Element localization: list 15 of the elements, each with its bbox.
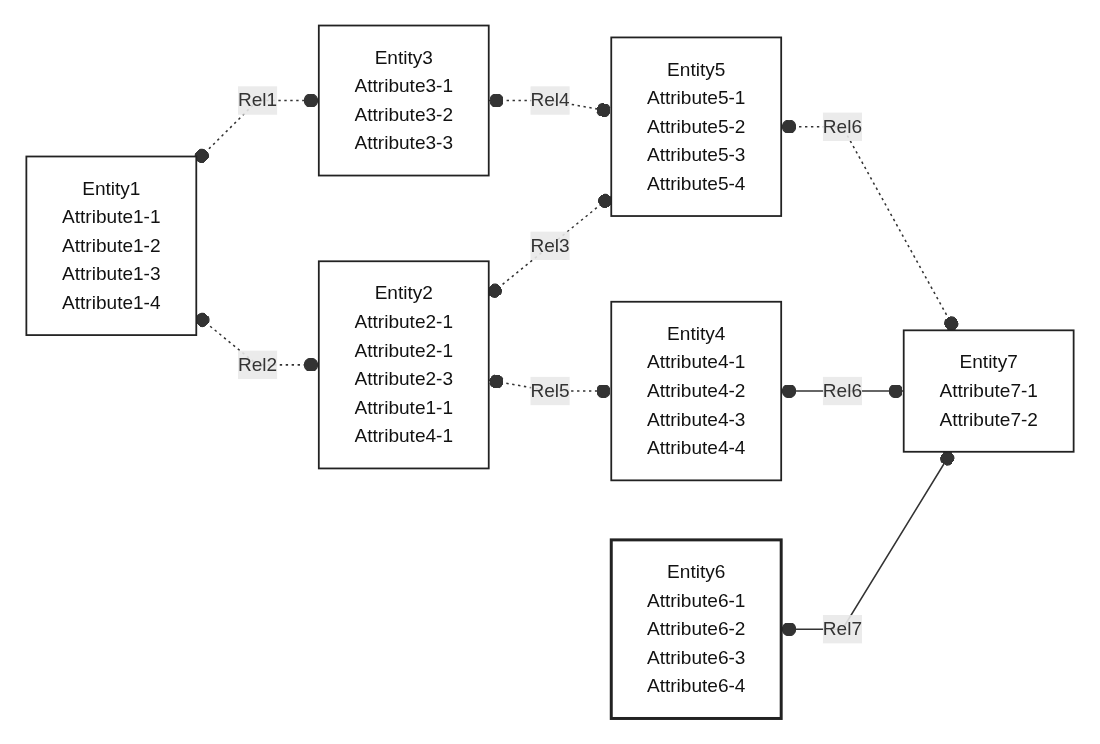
- node-box: Entity7 Attribute7-1 Attribute7-2: [902, 329, 1075, 453]
- edge-label: Rel5: [530, 380, 570, 401]
- node-box: Entity1 Attribute1-1 Attribute1-2 Attribute1-3 Attribute1-4: [25, 155, 198, 336]
- node-box: Entity2 Attribute2-1 Attribute2-1 Attribute2-3 Attribute1-1 Attribute4-1: [317, 260, 490, 470]
- edge-label: Rel2: [237, 354, 278, 375]
- edge-label: Rel4: [530, 89, 570, 111]
- node-box: Entity6 Attribute6-1 Attribute6-2 Attribute6-3 Attribute6-4: [609, 538, 783, 720]
- node-box: Entity4 Attribute4-1 Attribute4-2 Attribute4-3 Attribute4-4: [610, 300, 783, 482]
- edge-label: Rel3: [530, 235, 570, 256]
- edge-label: Rel7: [822, 618, 863, 639]
- edge-label: Rel6: [822, 380, 863, 401]
- node-box: Entity3 Attribute3-1 Attribute3-2 Attribute3-3: [317, 24, 490, 177]
- edge-label: Rel6: [822, 116, 863, 137]
- node-box: Entity5 Attribute5-1 Attribute5-2 Attribute5-3 Attribute5-4: [610, 36, 783, 217]
- edge-label: Rel1: [237, 89, 278, 111]
